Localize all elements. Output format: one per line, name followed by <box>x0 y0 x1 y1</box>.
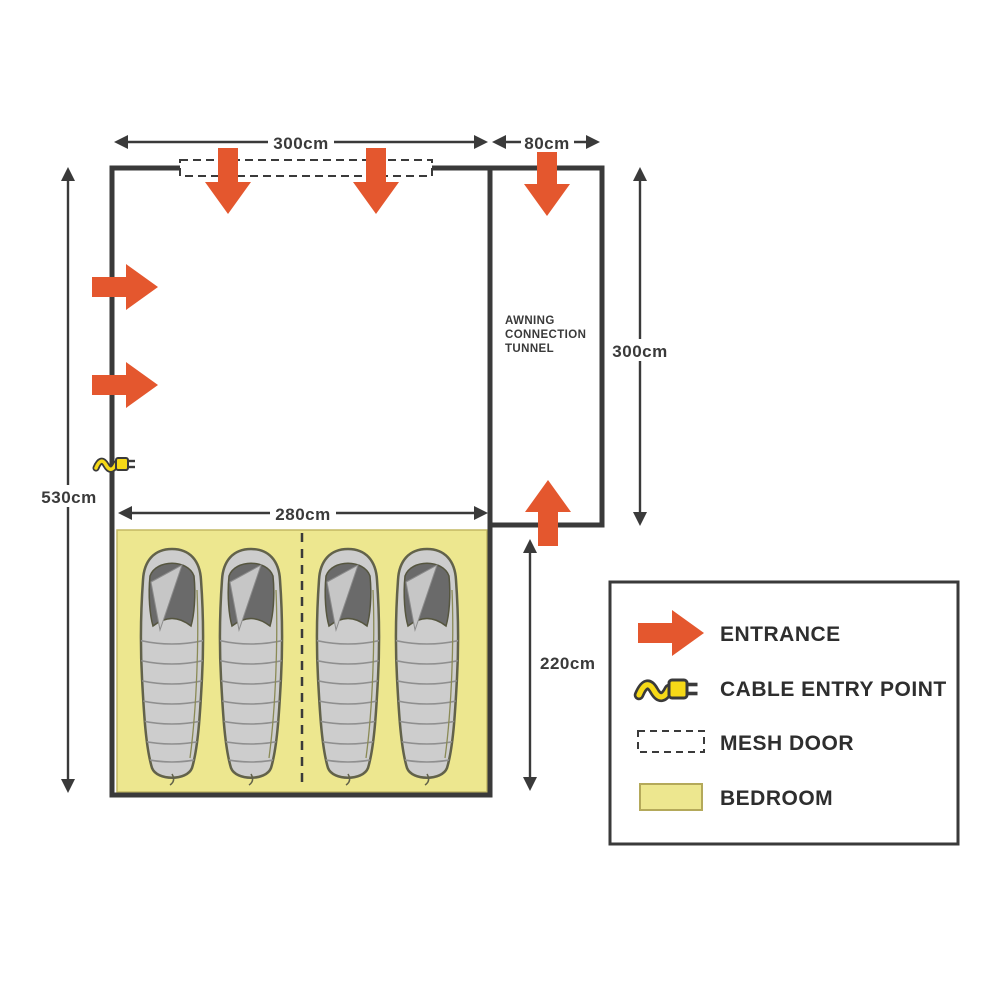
sleeping-bag-2 <box>217 549 285 785</box>
dim-main-width: 300cm <box>273 134 328 153</box>
dim-total-depth: 530cm <box>41 488 96 507</box>
entrance-arrow-top-left <box>205 148 251 214</box>
sleeping-bag-1 <box>138 549 206 785</box>
entrance-arrows <box>92 148 571 546</box>
sleeping-bag-4 <box>393 549 461 785</box>
entrance-arrow-tunnel-top <box>524 150 570 216</box>
dim-tunnel-depth: 300cm <box>612 342 667 361</box>
entrance-arrow-left-lower <box>92 362 158 408</box>
entrance-arrow-left-upper <box>92 264 158 310</box>
legend-cable-label: CABLE ENTRY POINT <box>720 678 947 701</box>
sleeping-bag-3 <box>314 549 382 785</box>
mesh-door <box>179 159 433 177</box>
mesh-door-icon <box>637 730 705 753</box>
dim-bedroom-width: 280cm <box>275 505 330 524</box>
legend-mesh-door-label: MESH DOOR <box>720 732 854 755</box>
entrance-arrow-top-right <box>353 148 399 214</box>
cable-entry-point-icon <box>96 458 135 470</box>
dim-bedroom-depth: 220cm <box>540 654 595 673</box>
awning-tunnel-label: AWNING CONNECTION TUNNEL <box>505 315 586 355</box>
legend: ENTRANCE CABLE ENTRY POINT MESH DOOR BED… <box>608 580 960 846</box>
legend-entrance-label: ENTRANCE <box>720 623 841 646</box>
legend-bedroom-label: BEDROOM <box>720 787 833 810</box>
tunnel-label-line1: AWNING <box>505 315 555 327</box>
entrance-arrow-tunnel-bottom <box>525 480 571 546</box>
bedroom-swatch <box>639 783 703 811</box>
dim-tunnel-width: 80cm <box>524 134 569 153</box>
dimension-arrowheads <box>61 135 647 793</box>
tunnel-label-line2: CONNECTION <box>505 329 586 341</box>
dimension-labels: 300cm 80cm 530cm 300cm 280cm 220cm <box>36 131 674 673</box>
tunnel-label-line3: TUNNEL <box>505 343 554 355</box>
